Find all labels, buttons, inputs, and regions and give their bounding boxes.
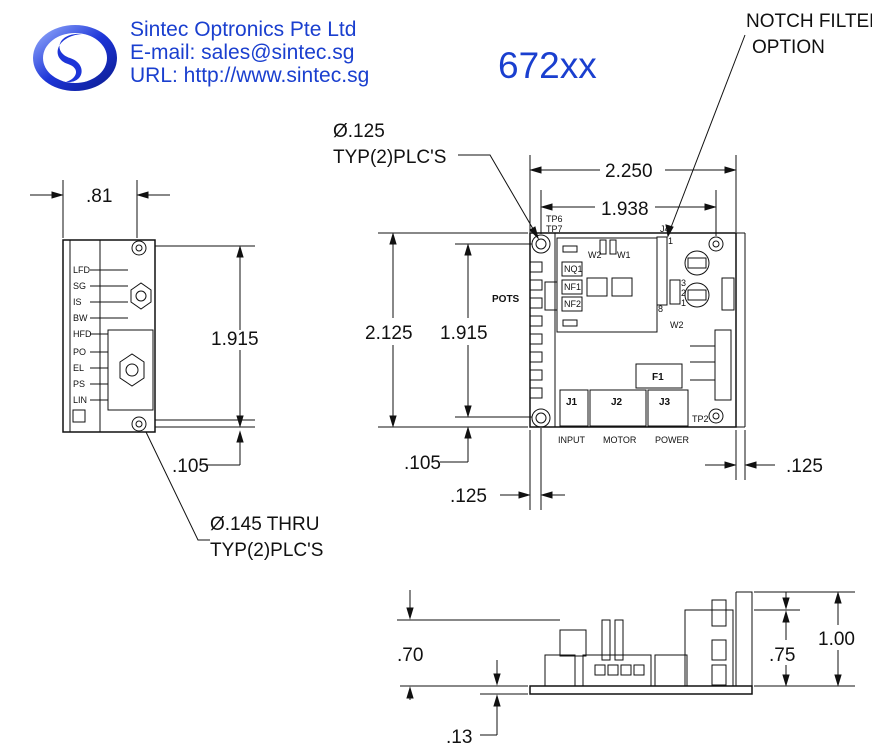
dim-side-bottom: .105 xyxy=(172,456,209,477)
dim-top-bottom: .105 xyxy=(404,453,441,474)
tp2-label: TP2 xyxy=(692,414,709,424)
dim-top-height: 2.125 xyxy=(365,323,413,344)
pot-label: PO xyxy=(73,347,86,357)
pot-label: HFD xyxy=(73,329,92,339)
tp6-label: TP6 xyxy=(546,214,563,224)
company-email: E-mail: sales@sintec.sg xyxy=(130,41,355,64)
dim-front-base: .13 xyxy=(446,727,472,748)
hole-small-label-2: TYP(2)PLC'S xyxy=(333,147,446,168)
pots-label: POTS xyxy=(492,294,520,305)
j4-pin1-label: 1 xyxy=(668,236,673,246)
dim-front-height-c: 1.00 xyxy=(818,629,855,650)
w2-pin1-label: 1 xyxy=(681,298,686,308)
nf2-label: NF2 xyxy=(564,299,581,309)
front-view xyxy=(397,590,855,736)
j2-label: J2 xyxy=(611,397,623,408)
dim-top-width: 2.250 xyxy=(605,161,653,182)
hole-small-label-1: Ø.125 xyxy=(333,121,385,142)
j3-label: J3 xyxy=(659,397,671,408)
hole-thru-label-1: Ø.145 THRU xyxy=(210,514,319,535)
j1-label: J1 xyxy=(566,397,578,408)
company-block: Sintec Optronics Pte Ltd E-mail: sales@s… xyxy=(130,18,369,87)
pot-label: LIN xyxy=(73,395,87,405)
pot-label: SG xyxy=(73,281,86,291)
dim-top-right-offset: .125 xyxy=(786,456,823,477)
pot-label: LFD xyxy=(73,265,91,275)
sintec-logo xyxy=(33,25,117,91)
w2-pin2-label: 2 xyxy=(681,288,686,298)
w1-label: W1 xyxy=(617,250,631,260)
dim-top-inner-height: 1.915 xyxy=(440,323,488,344)
top-view xyxy=(378,34,775,510)
dim-side-height: 1.915 xyxy=(211,329,259,350)
w2-side-label: W2 xyxy=(670,320,684,330)
pot-label: IS xyxy=(73,297,82,307)
nf1-label: NF1 xyxy=(564,282,581,292)
pot-label: PS xyxy=(73,379,85,389)
dim-front-height-b: .75 xyxy=(769,645,795,666)
dim-front-height-a: .70 xyxy=(397,645,423,666)
hole-thru-label-2: TYP(2)PLC'S xyxy=(210,540,323,561)
power-label: POWER xyxy=(655,435,690,445)
input-label: INPUT xyxy=(558,435,586,445)
dim-side-width: .81 xyxy=(86,186,112,207)
dim-top-left-offset: .125 xyxy=(450,486,487,507)
f1-label: F1 xyxy=(652,372,664,383)
company-name: Sintec Optronics Pte Ltd xyxy=(130,18,357,41)
pot-labels: LFD SG IS BW HFD PO EL PS LIN xyxy=(73,265,92,405)
pot-label: EL xyxy=(73,363,84,373)
dim-top-inner-width: 1.938 xyxy=(601,199,649,220)
notch-filter-label-1: NOTCH FILTER xyxy=(746,11,872,32)
notch-filter-label-2: OPTION xyxy=(752,37,825,58)
j4-pin8-label: 8 xyxy=(658,304,663,314)
pot-label: BW xyxy=(73,313,88,323)
model-number: 672xx xyxy=(498,45,597,86)
w2-pin3-label: 3 xyxy=(681,278,686,288)
nq1-label: NQ1 xyxy=(564,264,583,274)
company-url: URL: http://www.sintec.sg xyxy=(130,64,370,87)
tp7-label: TP7 xyxy=(546,224,563,234)
j4-label: J4 xyxy=(660,224,670,234)
motor-label: MOTOR xyxy=(603,435,637,445)
w2-top-label: W2 xyxy=(588,250,602,260)
side-view xyxy=(30,180,255,541)
